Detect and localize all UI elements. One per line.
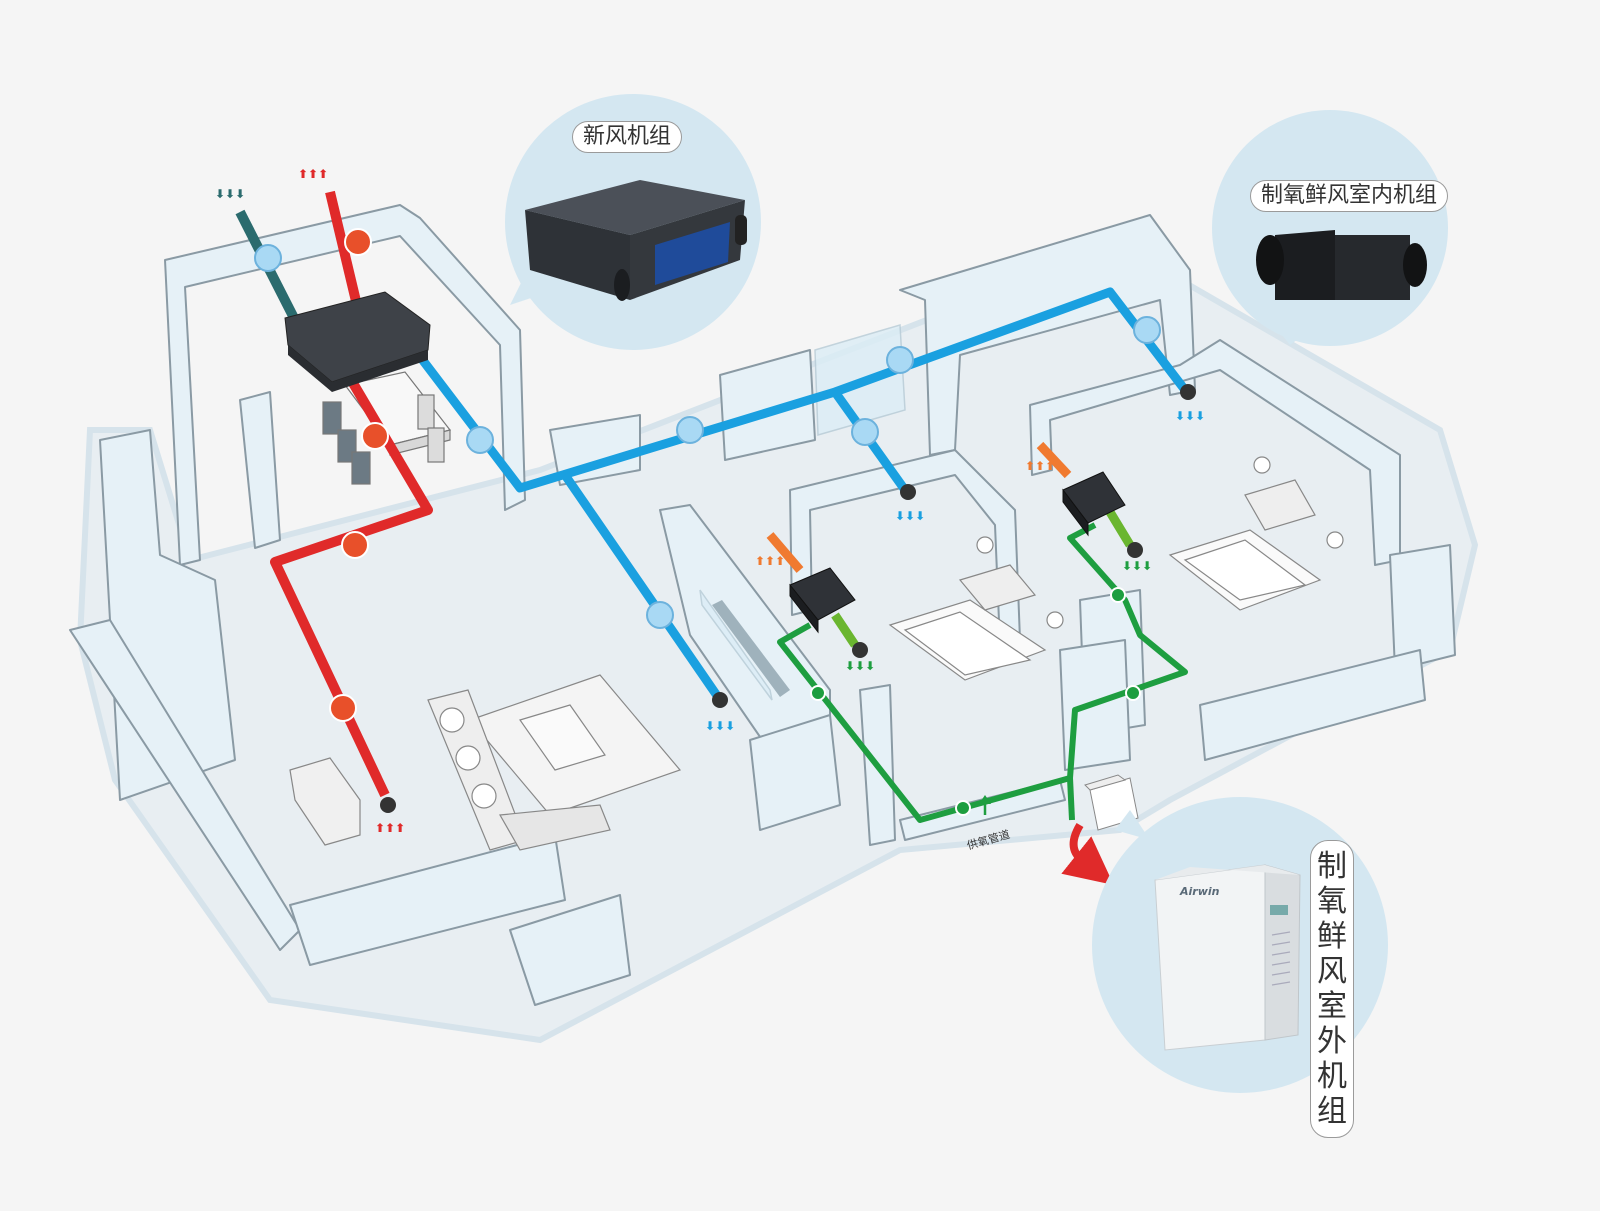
- wall-bedroom2-front: [1199, 649, 1426, 761]
- outdoor-unit-label: 制氧鲜风室外机组: [1310, 840, 1354, 1138]
- vents: [380, 384, 1196, 813]
- svg-text:⬇⬇⬇: ⬇⬇⬇: [705, 719, 735, 733]
- fresh-air-unit-label: 新风机组: [572, 121, 683, 153]
- wall-bedroom1-front: [749, 714, 841, 831]
- wall-center-2: [719, 349, 816, 461]
- window-bar: [712, 600, 790, 697]
- fresh-air-unit-plan: [284, 291, 431, 392]
- living-room-furniture: [289, 674, 682, 851]
- svg-text:⬇⬇⬇: ⬇⬇⬇: [215, 187, 245, 201]
- outdoor-unit-product: Airwin: [1154, 864, 1301, 1051]
- svg-text:⬇⬇⬇: ⬇⬇⬇: [845, 659, 875, 673]
- bedroom2-bed: [1168, 456, 1344, 611]
- wall-bottom-center: [509, 894, 631, 1006]
- svg-text:⬆⬆⬆: ⬆⬆⬆: [755, 554, 785, 568]
- dining-set: [322, 371, 452, 485]
- flow-markers: [254, 228, 1161, 816]
- svg-text:⬇⬇⬇: ⬇⬇⬇: [895, 509, 925, 523]
- wall-center-3: [899, 214, 1196, 456]
- wall-bedroom2-back: [1029, 339, 1401, 566]
- wall-bottom-left: [289, 834, 566, 966]
- indoor-unit-label: 制氧鲜风室内机组: [1250, 180, 1449, 212]
- wall-dining-back: [164, 204, 526, 566]
- indoor-unit-inlets: [766, 441, 1072, 573]
- outdoor-exhaust: [1061, 822, 1114, 885]
- fresh-air-unit-product: [525, 180, 747, 301]
- svg-text:⬆⬆⬆: ⬆⬆⬆: [298, 167, 328, 181]
- svg-text:⬇⬇⬇: ⬇⬇⬇: [1122, 559, 1152, 573]
- indoor-unit-product: [1256, 230, 1427, 300]
- svg-text:⬆⬆⬆: ⬆⬆⬆: [375, 821, 405, 835]
- indoor-units-plan: [789, 471, 1126, 634]
- flow-arrows: ⬇⬇⬇ ⬆⬆⬆ ⬆⬆⬆ ⬇⬇⬇ ⬇⬇⬇ ⬇⬇⬇ ⬇⬇⬇ ⬇⬇⬇ ⬆⬆⬆ ⬆⬆⬆: [215, 167, 1205, 835]
- glass-panel-2: [699, 589, 773, 701]
- wall-bedroom2-right: [1389, 544, 1456, 671]
- bedroom1-bed: [888, 536, 1064, 681]
- indoor-unit-outlets: [831, 509, 1134, 648]
- svg-text:⬆⬆⬆: ⬆⬆⬆: [1025, 459, 1055, 473]
- svg-text:⬇⬇⬇: ⬇⬇⬇: [1175, 409, 1205, 423]
- wall-dining-left: [239, 391, 281, 549]
- outdoor-unit-brand: Airwin: [1179, 885, 1220, 898]
